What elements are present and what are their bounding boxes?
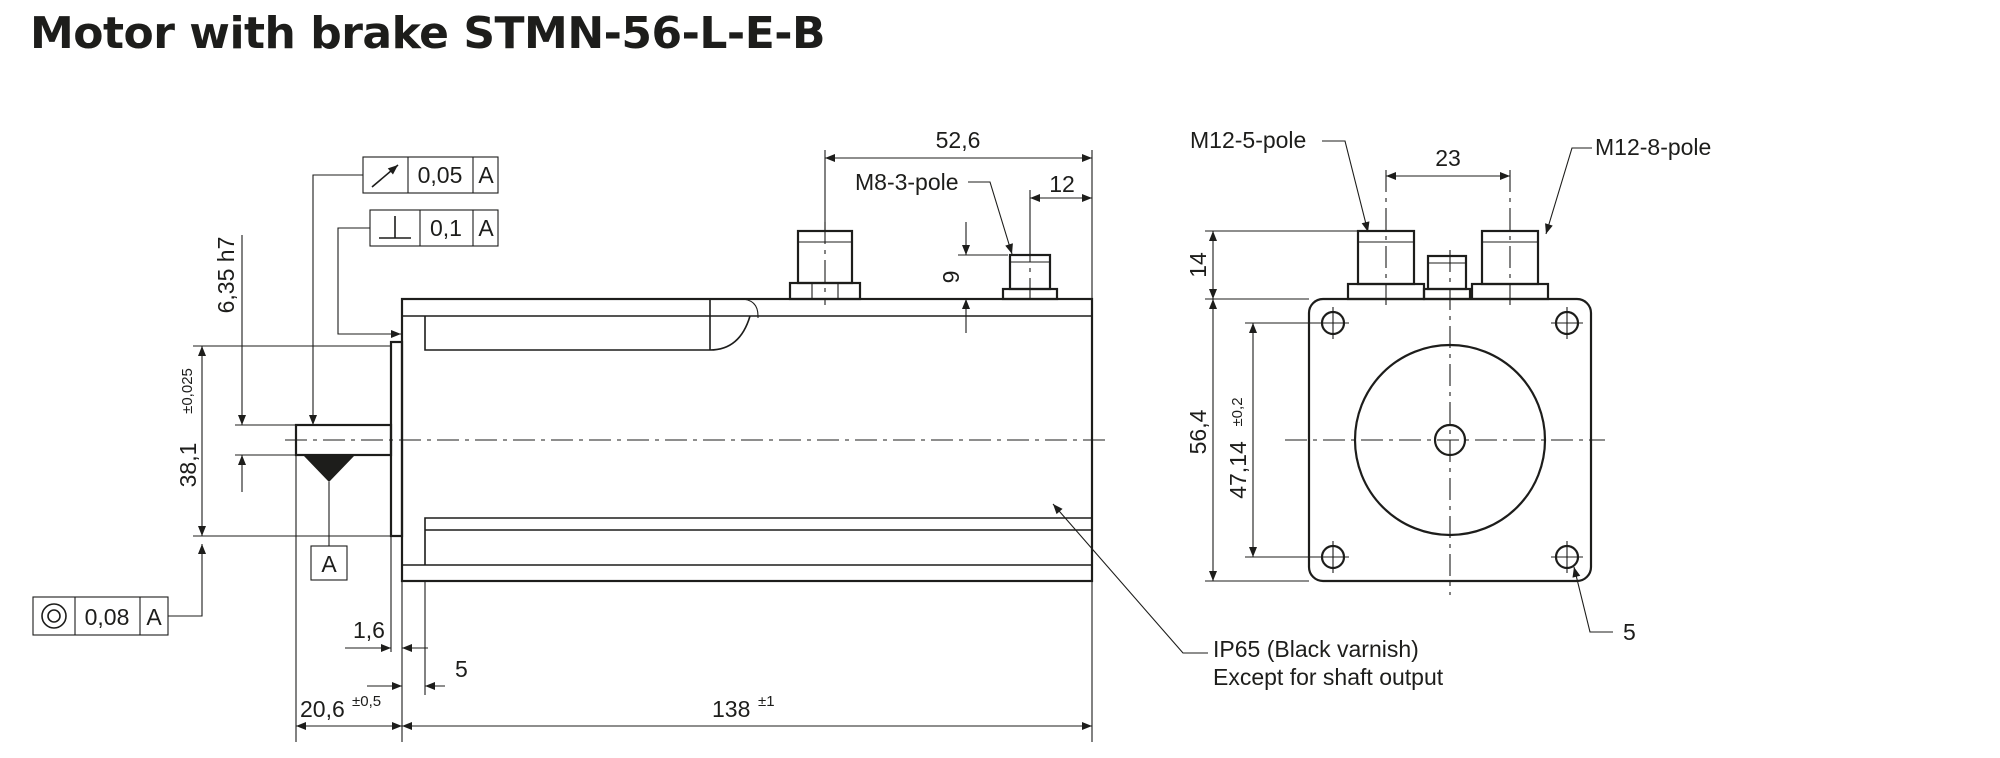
dim-body-length: 138 xyxy=(712,696,750,722)
dim-square: 56,4 xyxy=(1185,409,1211,454)
dim-body-length-tolerance: ±1 xyxy=(758,693,775,710)
flange-plate xyxy=(389,340,404,538)
dim-hole-diameter: 5 xyxy=(1623,619,1636,645)
connector-m12-8-front xyxy=(1470,170,1550,305)
datum-triangle xyxy=(303,455,355,482)
dim-hole-spacing: 47,14 xyxy=(1225,441,1251,499)
svg-text:A: A xyxy=(478,215,494,241)
dim-pilot-tolerance: ±0,025 xyxy=(179,368,196,414)
connector-large-top xyxy=(788,222,862,305)
page-title: Motor with brake STMN-56-L-E-B xyxy=(30,8,826,59)
dim-front-connector-height: 14 xyxy=(1185,252,1211,278)
dim-pilot-diameter: 38,1 xyxy=(175,443,201,488)
svg-text:0,08: 0,08 xyxy=(85,604,130,630)
upper-recess xyxy=(424,315,751,351)
connector-m8-front xyxy=(1422,254,1472,301)
dim-hole-spacing-tolerance: ±0,2 xyxy=(1229,397,1246,426)
datum-a-label: A xyxy=(321,551,337,577)
side-view: A 52,6 12 M8-3-pole xyxy=(32,127,1444,742)
concentricity-icon xyxy=(41,603,67,629)
dim-shaft-length: 20,6 xyxy=(300,696,345,722)
svg-text:0,1: 0,1 xyxy=(430,215,462,241)
dim-connector-offset: 12 xyxy=(1049,171,1075,197)
dim-shaft-diameter: 6,35 h7 xyxy=(213,237,239,314)
dim-shaft-length-tolerance: ±0,5 xyxy=(352,693,381,710)
datum-a-box xyxy=(310,545,348,581)
fcf-runout: 0,05 A xyxy=(309,156,499,425)
front-view: 23 M12-5-pole M12-8-pole 14 56,4 47,14 ±… xyxy=(1185,127,1711,645)
fcf-perpendicularity: 0,1 A xyxy=(337,209,499,338)
svg-text:A: A xyxy=(478,162,494,188)
dim-flange-thickness: 1,6 xyxy=(353,617,385,643)
fcf-concentricity: 0,08 A xyxy=(32,544,206,636)
connector-m8-label: M8-3-pole xyxy=(855,169,959,195)
perpendicularity-icon xyxy=(379,216,411,239)
dim-pilot-depth: 5 xyxy=(455,656,468,682)
connector-m12-5-label: M12-5-pole xyxy=(1190,127,1306,153)
dim-connector-spacing: 23 xyxy=(1435,145,1461,171)
connector-m12-5-front xyxy=(1346,170,1426,305)
dim-overall-width: 52,6 xyxy=(936,127,981,153)
runout-icon xyxy=(371,164,399,188)
lower-recess xyxy=(424,517,1092,565)
note-line-2: Except for shaft output xyxy=(1213,664,1444,690)
dim-connector-height: 9 xyxy=(938,271,964,284)
svg-text:0,05: 0,05 xyxy=(418,162,463,188)
connector-m12-8-label: M12-8-pole xyxy=(1595,134,1711,160)
note-line-1: IP65 (Black varnish) xyxy=(1213,636,1419,662)
svg-text:A: A xyxy=(146,604,162,630)
